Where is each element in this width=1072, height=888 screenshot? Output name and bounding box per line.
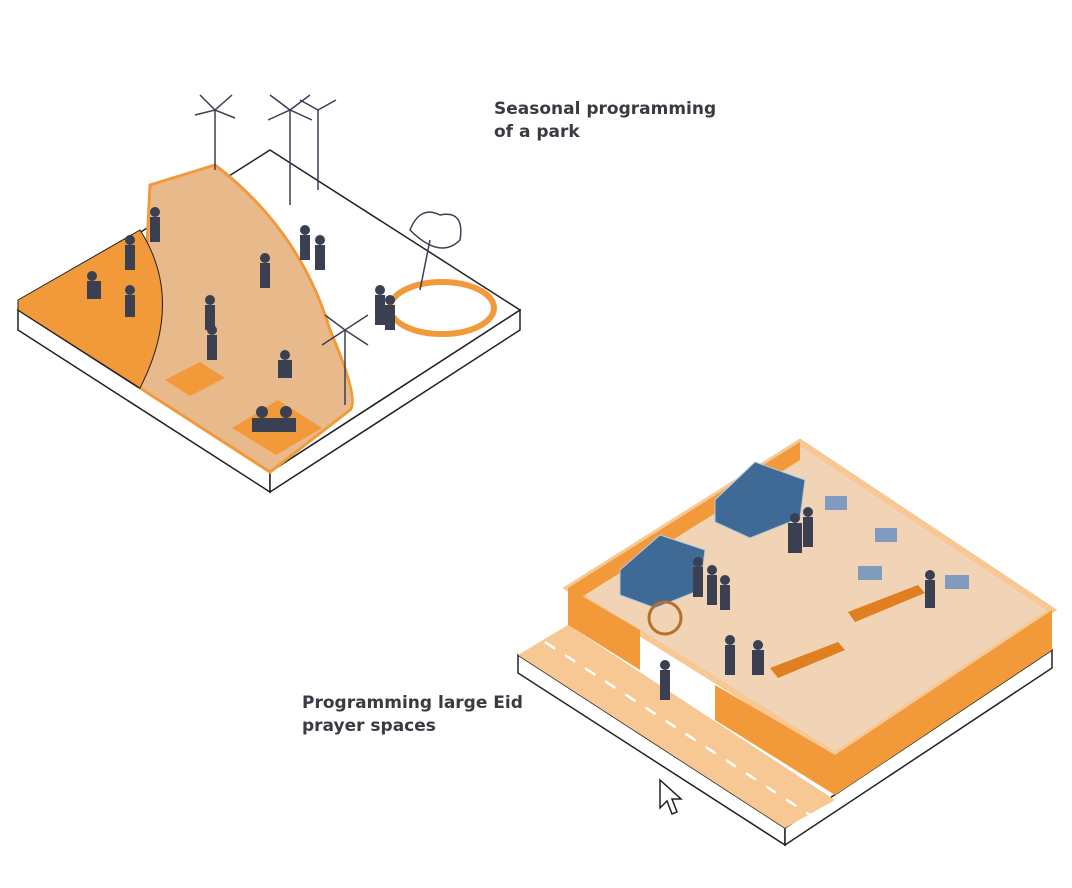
eid-caption: Programming large Eid prayer spaces: [302, 693, 523, 736]
crescent-decoration: [647, 600, 683, 636]
picnic-mat: [165, 362, 225, 396]
benches: [825, 496, 969, 589]
park-diagram: [16, 94, 522, 494]
mouse-cursor-icon: [659, 778, 683, 815]
dining-tables: [770, 585, 925, 678]
eid-diagram: [517, 438, 1058, 847]
people-silhouettes: [660, 507, 935, 700]
food-trucks: [619, 461, 806, 609]
wall-right: [835, 610, 1052, 795]
sand-plaza: [138, 163, 354, 474]
lane-markings: [544, 640, 811, 817]
people-silhouettes: [87, 207, 395, 432]
park-caption: Seasonal programming of a park: [494, 99, 717, 142]
palm-trees: [194, 94, 462, 405]
wall-front-right: [715, 685, 835, 795]
fountain-pool: [387, 279, 497, 337]
street: [518, 625, 835, 828]
wall-front-left: [568, 588, 640, 670]
